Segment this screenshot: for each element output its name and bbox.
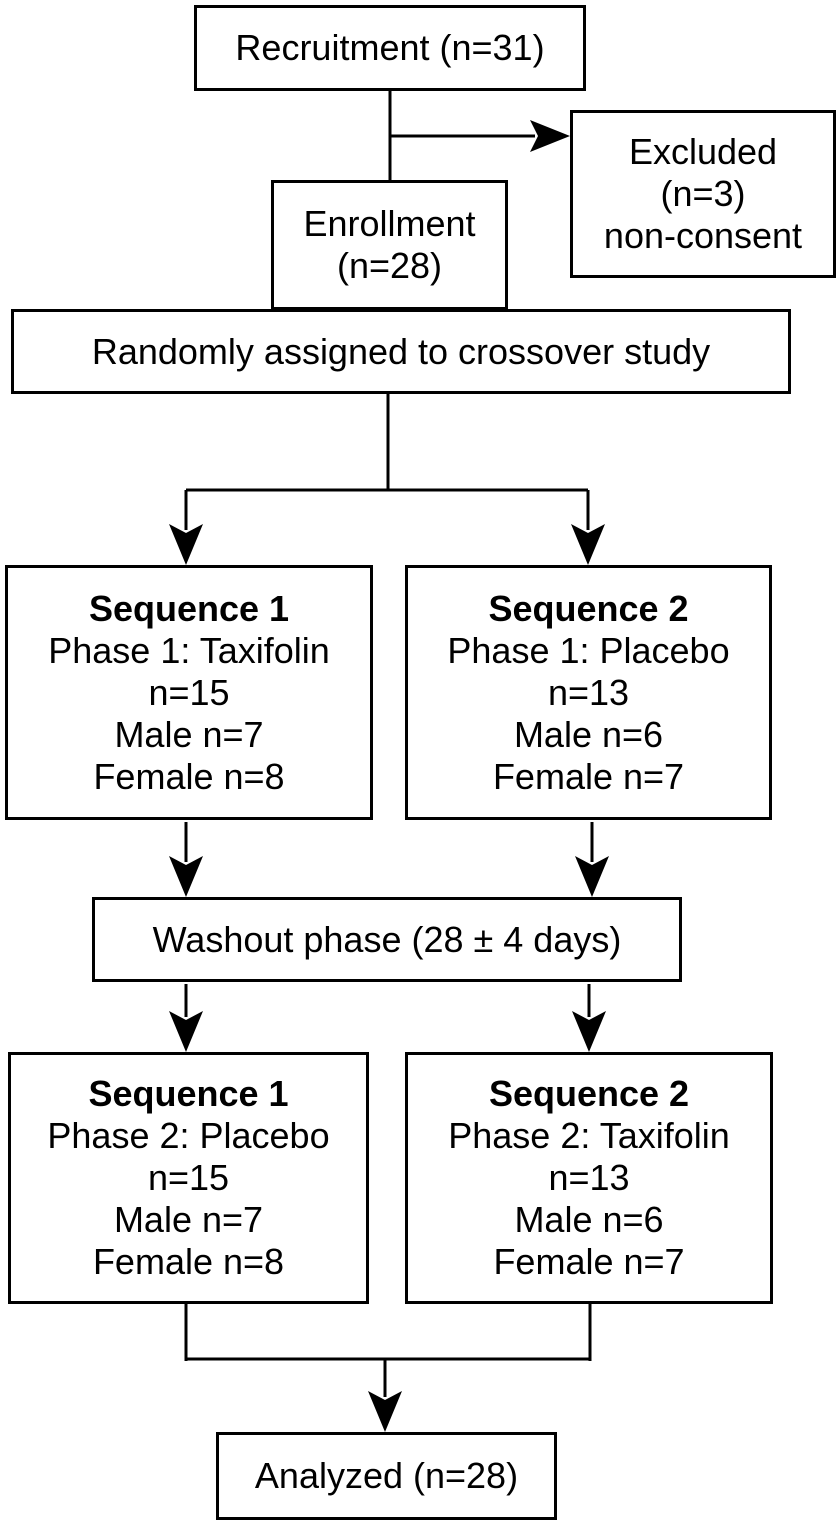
sequence1-phase1-box: Sequence 1 Phase 1: Taxifolin n=15 Male …: [5, 565, 373, 820]
sequence2-phase2-box: Sequence 2 Phase 2: Taxifolin n=13 Male …: [405, 1052, 773, 1304]
sequence2-phase1-title: Sequence 2: [488, 587, 689, 629]
sequence1-phase2-female: Female n=8: [92, 1241, 285, 1282]
analyzed-box: Analyzed (n=28): [216, 1432, 557, 1520]
arrowhead-washout-right: [575, 856, 609, 897]
analyzed-label: Analyzed (n=28): [254, 1455, 519, 1496]
sequence1-phase2-box: Sequence 1 Phase 2: Placebo n=15 Male n=…: [8, 1052, 369, 1304]
sequence2-phase1-male: Male n=6: [513, 713, 664, 755]
sequence1-phase2-title: Sequence 1: [88, 1073, 289, 1114]
sequence2-phase2-female: Female n=7: [493, 1241, 685, 1282]
sequence1-phase1-treatment: Phase 1: Taxifolin: [48, 629, 330, 671]
arrowhead-analyzed: [368, 1391, 402, 1432]
sequence2-phase1-box: Sequence 2 Phase 1: Placebo n=13 Male n=…: [405, 565, 772, 820]
sequence2-phase2-treatment: Phase 2: Taxifolin: [448, 1115, 730, 1156]
washout-label: Washout phase (28 ± 4 days): [152, 918, 622, 960]
arrowhead-seq1-phase1: [169, 524, 203, 565]
sequence1-phase1-title: Sequence 1: [88, 587, 290, 629]
sequence2-phase2-male: Male n=6: [514, 1199, 664, 1240]
enrollment-box: Enrollment (n=28): [271, 180, 508, 310]
excluded-label: Excluded: [628, 131, 778, 172]
recruitment-label: Recruitment (n=31): [235, 27, 545, 68]
sequence2-phase2-title: Sequence 2: [488, 1073, 690, 1114]
arrowhead-seq2-phase2: [572, 1011, 606, 1052]
enrollment-count: (n=28): [336, 245, 443, 286]
sequence1-phase2-treatment: Phase 2: Placebo: [47, 1115, 330, 1156]
arrowhead-excluded: [530, 120, 570, 152]
arrowhead-seq1-phase2: [169, 1011, 203, 1052]
randomization-box: Randomly assigned to crossover study: [11, 309, 791, 394]
sequence2-phase1-treatment: Phase 1: Placebo: [447, 629, 730, 671]
sequence2-phase1-female: Female n=7: [492, 755, 685, 797]
sequence1-phase2-male: Male n=7: [113, 1199, 264, 1240]
sequence1-phase1-male: Male n=7: [114, 713, 264, 755]
recruitment-box: Recruitment (n=31): [194, 5, 586, 91]
excluded-count: (n=3): [660, 173, 746, 214]
washout-box: Washout phase (28 ± 4 days): [92, 897, 682, 982]
arrowhead-seq2-phase1: [571, 524, 605, 565]
excluded-reason: non-consent: [603, 215, 803, 256]
enrollment-label: Enrollment: [303, 203, 476, 244]
sequence2-phase2-n: n=13: [548, 1157, 630, 1198]
sequence1-phase2-n: n=15: [147, 1157, 230, 1198]
sequence1-phase1-n: n=15: [148, 671, 230, 713]
randomization-label: Randomly assigned to crossover study: [91, 330, 711, 372]
sequence1-phase1-female: Female n=8: [93, 755, 285, 797]
arrowhead-washout-left: [169, 856, 203, 897]
sequence2-phase1-n: n=13: [547, 671, 630, 713]
excluded-box: Excluded (n=3) non-consent: [570, 110, 836, 278]
